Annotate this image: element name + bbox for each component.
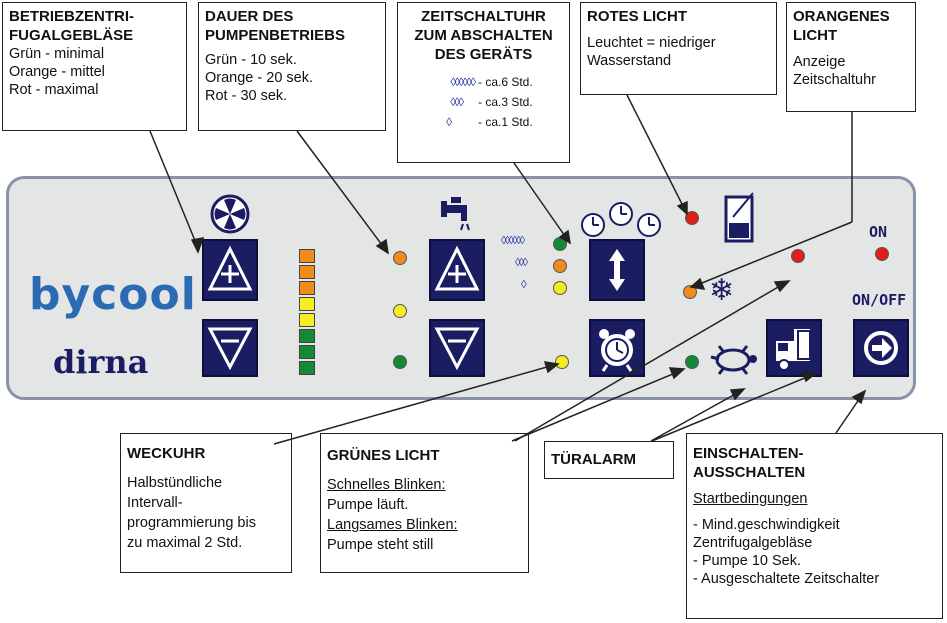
on-off-callout: EINSCHALTEN- AUSSCHALTEN Startbedingunge… xyxy=(686,433,943,619)
alarm-clock-callout-title: WECKUHR xyxy=(127,445,206,462)
alarm-clock-icon xyxy=(599,329,635,372)
alarm-clock-callout-text: Halbstündliche Intervall- programmierung… xyxy=(127,475,256,551)
pump-status-led-green xyxy=(685,355,699,369)
fan-callout-text: Grün - minimal Orange - mittel Rot - max… xyxy=(9,46,105,98)
red-light-callout: ROTES LICHT Leuchtet = niedriger Wassers… xyxy=(580,2,777,95)
start-condition-item: - Mind.geschwindigkeit Zentrifugalgebläs… xyxy=(693,517,840,551)
start-conditions-heading: Startbedingungen xyxy=(693,491,808,507)
door-alarm-button[interactable] xyxy=(766,319,822,377)
fan-level-segment xyxy=(299,265,315,279)
pump-callout-title: DAUER DES PUMPENBETRIEBS xyxy=(205,8,346,44)
fast-blink-text: Pumpe läuft. xyxy=(327,497,409,513)
pump-increase-button[interactable] xyxy=(429,239,485,301)
timer-6h-symbol: ◊◊◊◊◊◊ xyxy=(501,235,525,247)
fast-blink-heading: Schnelles Blinken: xyxy=(327,477,446,493)
green-light-callout-title: GRÜNES LICHT xyxy=(327,447,440,464)
triangle-plus-icon xyxy=(434,245,480,291)
red-light-callout-title: ROTES LICHT xyxy=(587,8,687,25)
diamond-6-icon: ◊◊◊◊◊◊ xyxy=(450,75,476,89)
fan-level-segment xyxy=(299,313,315,327)
timer-level-3-label: - ca.3 Std. xyxy=(478,95,533,109)
fan-level-segment xyxy=(299,361,315,375)
on-label: ON xyxy=(869,223,888,241)
fan-level-segment xyxy=(299,329,315,343)
control-panel: bycool dirna ◊◊◊◊◊◊ ◊◊◊ ◊ xyxy=(6,176,916,400)
on-off-callout-title: EINSCHALTEN- AUSSCHALTEN xyxy=(693,445,806,481)
alarm-led-yellow xyxy=(555,355,569,369)
start-condition-item: - Ausgeschaltete Zeitschalter xyxy=(693,571,880,587)
turtle-icon xyxy=(710,345,757,375)
timer-button[interactable] xyxy=(589,239,645,301)
pump-callout: DAUER DES PUMPENBETRIEBS Grün - 10 sek. … xyxy=(198,2,386,131)
start-condition-item: - Pumpe 10 Sek. xyxy=(693,553,801,569)
fan-level-segment xyxy=(299,249,315,263)
timer-1h-symbol: ◊ xyxy=(521,279,527,291)
water-tap-icon xyxy=(441,197,470,231)
timer-led-yellow xyxy=(553,281,567,295)
fan-level-segment xyxy=(299,297,315,311)
arrow-right-circle-icon xyxy=(864,331,898,365)
truck-door-icon xyxy=(776,329,811,371)
door-alarm-callout-title: TÜRALARM xyxy=(551,451,636,468)
model-name: dirna xyxy=(53,343,149,381)
fan-callout: BETRIEBZENTRI- FUGALGEBLÄSE Grün - minim… xyxy=(2,2,187,131)
pump-led-orange xyxy=(393,251,407,265)
triangle-minus-icon xyxy=(207,327,253,371)
timer-callout: ZEITSCHALTUHR ZUM ABSCHALTEN DES GERÄTS … xyxy=(397,2,570,163)
timer-callout-title: ZEITSCHALTUHR ZUM ABSCHALTEN DES GERÄTS xyxy=(414,8,553,63)
fan-max-led-red xyxy=(791,249,805,263)
fan-decrease-button[interactable] xyxy=(202,319,258,377)
fan-level-segment xyxy=(299,281,315,295)
water-tank-icon xyxy=(724,192,754,243)
pump-decrease-button[interactable] xyxy=(429,319,485,377)
power-button[interactable] xyxy=(853,319,909,377)
pump-callout-text: Grün - 10 sek. Orange - 20 sek. Rot - 30… xyxy=(205,52,313,104)
on-off-label: ON/OFF xyxy=(852,291,907,309)
triangle-plus-icon xyxy=(207,245,253,291)
brand-logo: bycool xyxy=(29,269,197,320)
pump-led-green xyxy=(393,355,407,369)
timer-level-1-label: - ca.1 Std. xyxy=(478,115,533,129)
alarm-clock-button[interactable] xyxy=(589,319,645,377)
slow-blink-heading: Langsames Blinken: xyxy=(327,517,458,533)
fan-callout-title: BETRIEBZENTRI- FUGALGEBLÄSE xyxy=(9,8,134,44)
water-level-led-red xyxy=(685,211,699,225)
triangle-minus-icon xyxy=(434,327,480,371)
slow-blink-text: Pumpe steht still xyxy=(327,537,434,553)
green-light-callout: GRÜNES LICHT Schnelles Blinken: Pumpe lä… xyxy=(320,433,529,573)
fan-icon xyxy=(210,194,250,234)
orange-light-callout: ORANGENES LICHT Anzeige Zeitschaltuhr xyxy=(786,2,916,112)
pump-led-yellow xyxy=(393,304,407,318)
clock-icon xyxy=(581,202,661,237)
power-led-red xyxy=(875,247,889,261)
alarm-clock-callout: WECKUHR Halbstündliche Intervall- progra… xyxy=(120,433,292,573)
timer-indicator-led-orange xyxy=(683,285,697,299)
orange-light-callout-text: Anzeige Zeitschaltuhr xyxy=(793,54,877,88)
timer-3h-symbol: ◊◊◊ xyxy=(515,257,528,269)
door-alarm-callout: TÜRALARM xyxy=(544,441,674,479)
fan-increase-button[interactable] xyxy=(202,239,258,301)
fan-level-segment xyxy=(299,345,315,359)
diamond-3-icon: ◊◊◊ xyxy=(450,95,464,109)
timer-level-6-label: - ca.6 Std. xyxy=(478,75,533,89)
red-light-callout-text: Leuchtet = niedriger Wasserstand xyxy=(587,35,716,69)
timer-led-orange xyxy=(553,259,567,273)
orange-light-callout-title: ORANGENES LICHT xyxy=(793,8,890,44)
up-down-arrow-icon xyxy=(609,249,625,291)
diamond-1-icon: ◊ xyxy=(446,115,452,129)
